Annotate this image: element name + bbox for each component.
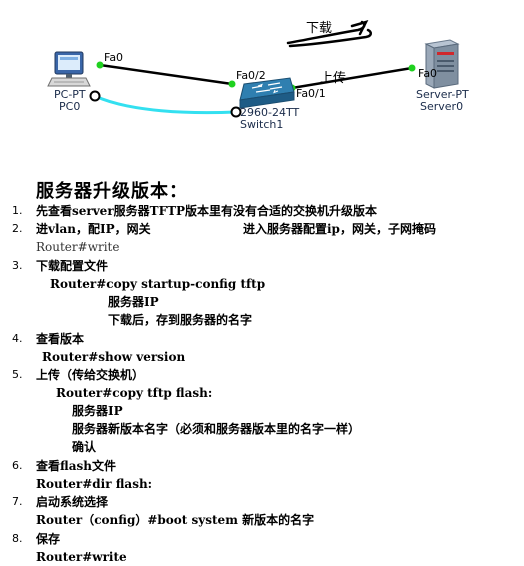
port-status-switch-fa02 bbox=[228, 80, 236, 88]
download-annotation: 下载 bbox=[306, 21, 333, 36]
step-3-command: Router#copy startup-config tftp bbox=[50, 277, 266, 291]
list-number-2: 2. bbox=[12, 222, 23, 235]
console-cable[interactable] bbox=[94, 94, 237, 115]
list-number-1: 1. bbox=[12, 204, 23, 217]
step-3-text: 下载配置文件 bbox=[36, 259, 109, 273]
list-number-5: 5. bbox=[12, 368, 23, 381]
step-6-text: 查看flash文件 bbox=[36, 459, 116, 473]
step-2-text: 进vlan，配IP，网关 bbox=[36, 222, 151, 236]
list-number-4: 4. bbox=[12, 332, 23, 345]
network-topology: Fa0 PC-PT PC0 Fa0/2 Fa0/1 2960-24TT Swit… bbox=[0, 0, 524, 170]
pc-name-label: PC0 bbox=[59, 100, 81, 113]
step-3-server-ip: 服务器IP bbox=[108, 295, 159, 309]
step-5-command: Router#copy tftp flash: bbox=[56, 386, 213, 400]
step-3-save-name: 下载后，存到服务器的名字 bbox=[108, 313, 253, 327]
topology-canvas bbox=[47, 20, 460, 118]
port-status-pc bbox=[96, 61, 104, 69]
step-2-command: Router#write bbox=[36, 240, 120, 254]
switch-port-a-label: Fa0/2 bbox=[236, 69, 266, 82]
server-icon[interactable] bbox=[424, 39, 460, 89]
link-switch-server[interactable] bbox=[291, 66, 413, 90]
step-5-confirm: 确认 bbox=[72, 440, 97, 454]
console-port-switch bbox=[230, 106, 242, 118]
list-number-8: 8. bbox=[12, 532, 23, 545]
list-number-3: 3. bbox=[12, 259, 23, 272]
step-5-version-name: 服务器新版本名字（必须和服务器版本里的名字一样） bbox=[72, 422, 361, 436]
server-type-label: Server-PT bbox=[416, 88, 469, 101]
step-5-text: 上传（传给交换机） bbox=[36, 368, 145, 382]
list-number-6: 6. bbox=[12, 459, 23, 472]
server-port-label: Fa0 bbox=[418, 67, 438, 80]
pc-type-label: PC-PT bbox=[54, 88, 86, 101]
step-8-text: 保存 bbox=[36, 532, 61, 546]
list-number-7: 7. bbox=[12, 495, 23, 508]
step-5-server-ip: 服务器IP bbox=[72, 404, 123, 418]
page-title: 服务器升级版本： bbox=[36, 181, 188, 202]
console-port-pc bbox=[89, 90, 101, 102]
server-name-label: Server0 bbox=[420, 100, 464, 113]
step-7-command: Router（config）#boot system 新版本的名字 bbox=[36, 513, 315, 527]
pc-icon[interactable] bbox=[47, 51, 91, 87]
annotation-scribble bbox=[286, 20, 372, 48]
pc-port-label: Fa0 bbox=[104, 51, 124, 64]
link-pc-switch[interactable] bbox=[99, 63, 233, 86]
upload-annotation: 上传 bbox=[320, 71, 347, 86]
step-7-text: 启动系统选择 bbox=[36, 495, 109, 509]
step-4-command: Router#show version bbox=[42, 350, 186, 364]
switch-name-label: Switch1 bbox=[240, 118, 284, 131]
port-status-server bbox=[408, 64, 416, 72]
step-4-text: 查看版本 bbox=[36, 332, 85, 346]
switch-port-b-label: Fa0/1 bbox=[296, 87, 326, 100]
step-1-text: 先查看server服务器TFTP版本里有没有合适的交换机升级版本 bbox=[36, 204, 378, 218]
step-2-server-text: 进入服务器配置ip，网关，子网掩码 bbox=[243, 222, 436, 236]
step-8-command: Router#write bbox=[36, 550, 127, 564]
switch-icon[interactable] bbox=[239, 77, 295, 109]
switch-type-label: 2960-24TT bbox=[240, 106, 300, 119]
step-6-command: Router#dir flash: bbox=[36, 477, 153, 491]
